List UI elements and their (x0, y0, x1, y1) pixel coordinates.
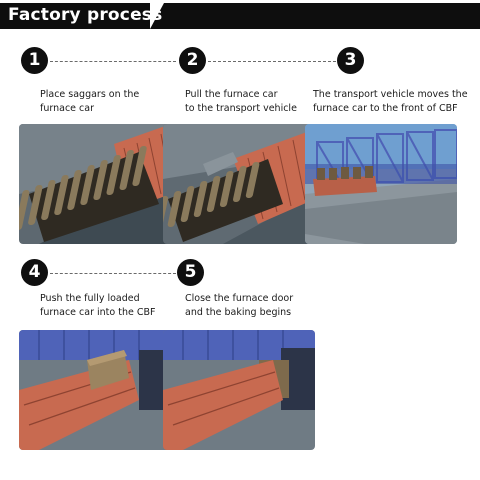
page-header: Factory process (0, 3, 480, 29)
step-5-caption: Close the furnace door and the baking be… (185, 293, 294, 318)
step-1-number: 1 (21, 47, 48, 74)
step-3-caption: The transport vehicle moves the furnace … (313, 89, 468, 114)
step-4-caption: Push the fully loaded furnace car into t… (40, 293, 156, 318)
step-2-caption: Pull the furnace car to the transport ve… (185, 89, 297, 114)
step-5-number: 5 (177, 259, 204, 286)
step-2-image (163, 124, 315, 244)
step-4-number: 4 (21, 259, 48, 286)
header-slant (150, 3, 164, 29)
step-1-image (19, 124, 171, 244)
page-title: Factory process (8, 5, 163, 25)
header-bar (0, 3, 480, 29)
step-1-dashed-line (50, 61, 176, 62)
step-4-image (19, 330, 171, 450)
step-2-dashed-line (208, 61, 336, 62)
step-5-image (163, 330, 315, 450)
step-4-dashed-line (50, 273, 176, 274)
step-3-number: 3 (337, 47, 364, 74)
step-1-caption: Place saggars on the furnace car (40, 89, 140, 114)
step-3-image (305, 124, 457, 244)
step-2-number: 2 (179, 47, 206, 74)
